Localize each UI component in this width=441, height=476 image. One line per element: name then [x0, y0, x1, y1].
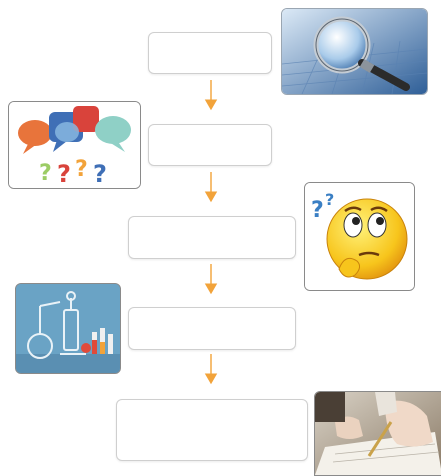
flow-arrow-3 — [204, 264, 218, 295]
svg-text:?: ? — [311, 198, 324, 223]
svg-text:?: ? — [57, 160, 71, 188]
laboratory-image — [15, 283, 121, 374]
flow-arrow-4 — [204, 354, 218, 385]
flow-arrow-1 — [204, 80, 218, 111]
laboratory-icon — [16, 284, 120, 373]
thinking-emoji-image: ? ? — [304, 182, 415, 291]
svg-text:?: ? — [325, 190, 334, 209]
magnifier-icon — [282, 9, 427, 94]
writing-image — [314, 391, 441, 476]
svg-text:?: ? — [75, 157, 88, 182]
step-box-3 — [128, 216, 296, 259]
speech-bubbles-icon: ? ? ? ? — [9, 102, 140, 188]
magnifier-image — [281, 8, 428, 95]
step-box-5 — [116, 399, 308, 461]
speech-bubbles-image: ? ? ? ? — [8, 101, 141, 189]
step-box-4 — [128, 307, 296, 350]
step-box-2 — [148, 124, 272, 166]
hand-writing-icon — [315, 392, 441, 475]
step-box-1 — [148, 32, 272, 74]
thinking-face-icon: ? ? — [305, 183, 414, 290]
svg-text:?: ? — [39, 161, 52, 186]
svg-text:?: ? — [93, 160, 107, 188]
flow-arrow-2 — [204, 172, 218, 203]
